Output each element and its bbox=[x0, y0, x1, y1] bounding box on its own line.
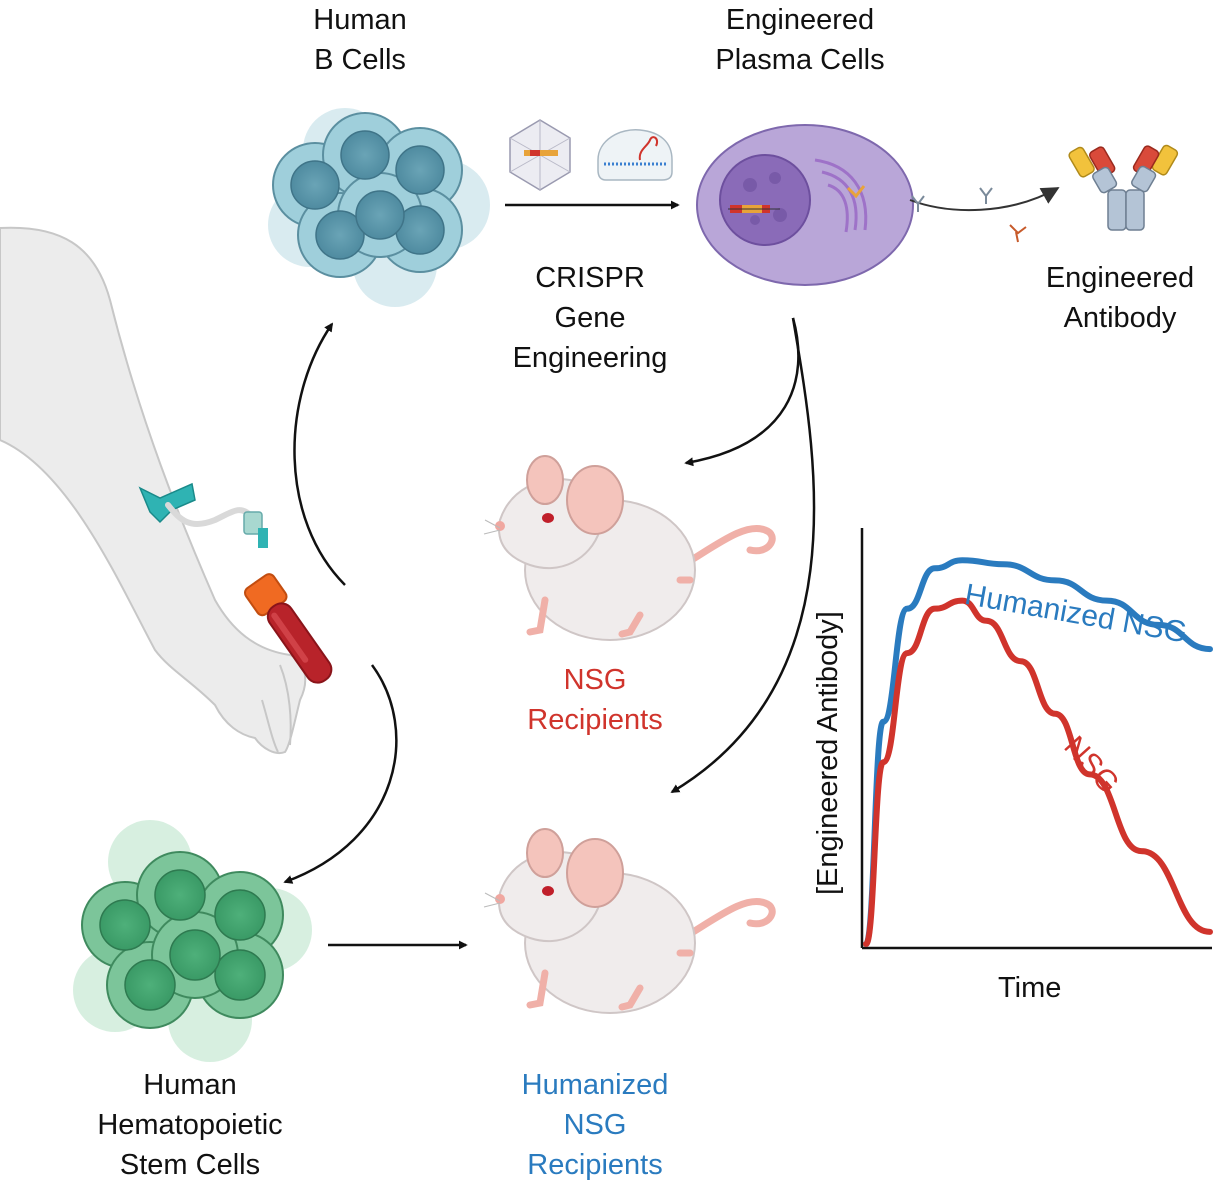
stem-cells-cluster-icon bbox=[73, 820, 312, 1062]
series-line-humanized-nsg bbox=[863, 557, 1213, 947]
flow-arrows bbox=[283, 200, 816, 950]
viral-vector-icon bbox=[509, 119, 571, 191]
nsg-mouse-icon bbox=[483, 455, 776, 641]
engineered-antibody-icon bbox=[1068, 144, 1179, 231]
arrow-plasma-to-humanized bbox=[670, 317, 816, 794]
antibody-kinetics-chart bbox=[860, 528, 1213, 950]
arrow-plasma-to-nsg bbox=[684, 317, 800, 467]
humanized-mouse-icon bbox=[484, 829, 772, 1013]
arrow-blood-to-stem-cells bbox=[283, 664, 398, 884]
series-line-nsg bbox=[863, 597, 1213, 947]
plasma-cell-icon bbox=[696, 124, 914, 286]
secretion-arrow bbox=[909, 187, 1060, 243]
b-cells-cluster-icon bbox=[268, 108, 490, 307]
arm-blood-draw-icon bbox=[0, 226, 333, 754]
x-axis-title: Time bbox=[998, 972, 1062, 1004]
y-axis-title: [Engineered Antibody] bbox=[812, 611, 844, 895]
arrow-blood-to-b-cells bbox=[293, 322, 346, 586]
cas9-rnp-icon bbox=[597, 129, 673, 181]
